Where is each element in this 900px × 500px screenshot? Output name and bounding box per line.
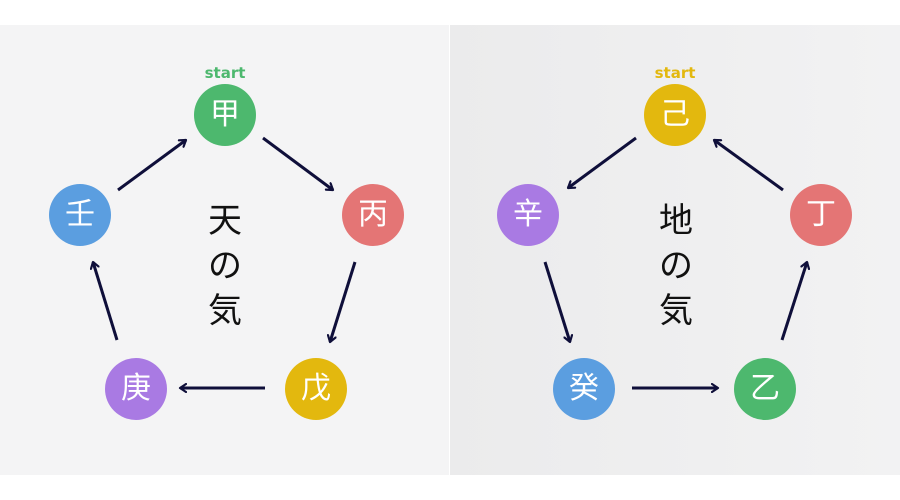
heaven-start-label: start bbox=[204, 64, 246, 82]
arrow-jia-to-bing bbox=[262, 136, 333, 192]
earth-start-label: start bbox=[654, 64, 696, 82]
arrow-bing-to-wu bbox=[330, 261, 357, 342]
node-jia: 甲 bbox=[194, 84, 256, 146]
node-ji: 己 bbox=[644, 84, 706, 146]
node-xin: 辛 bbox=[497, 184, 559, 246]
node-yi: 乙 bbox=[734, 358, 796, 420]
node-bing: 丙 bbox=[342, 184, 404, 246]
heaven-title-char-2: 気 bbox=[208, 291, 242, 331]
arrow-ji-to-xin bbox=[568, 136, 637, 190]
node-geng: 庚 bbox=[105, 358, 167, 420]
arrow-yi-to-ding bbox=[780, 262, 807, 341]
node-ding: 丁 bbox=[790, 184, 852, 246]
arrow-xin-to-gui bbox=[543, 261, 570, 342]
earth-title-char-0: 地 bbox=[659, 201, 693, 241]
heaven-title-char-0: 天 bbox=[208, 201, 242, 241]
arrow-ding-to-ji bbox=[714, 138, 784, 192]
heaven-title: 天の気 bbox=[200, 199, 250, 334]
node-ren: 壬 bbox=[49, 184, 111, 246]
earth-title-char-2: 気 bbox=[659, 291, 693, 331]
arrow-ren-to-jia bbox=[117, 138, 186, 192]
arrow-geng-to-ren bbox=[93, 262, 119, 341]
node-gui: 癸 bbox=[553, 358, 615, 420]
node-wu: 戊 bbox=[285, 358, 347, 420]
earth-title: 地の気 bbox=[651, 199, 701, 334]
earth-title-char-1: の bbox=[659, 246, 693, 286]
heaven-title-char-1: の bbox=[208, 246, 242, 286]
